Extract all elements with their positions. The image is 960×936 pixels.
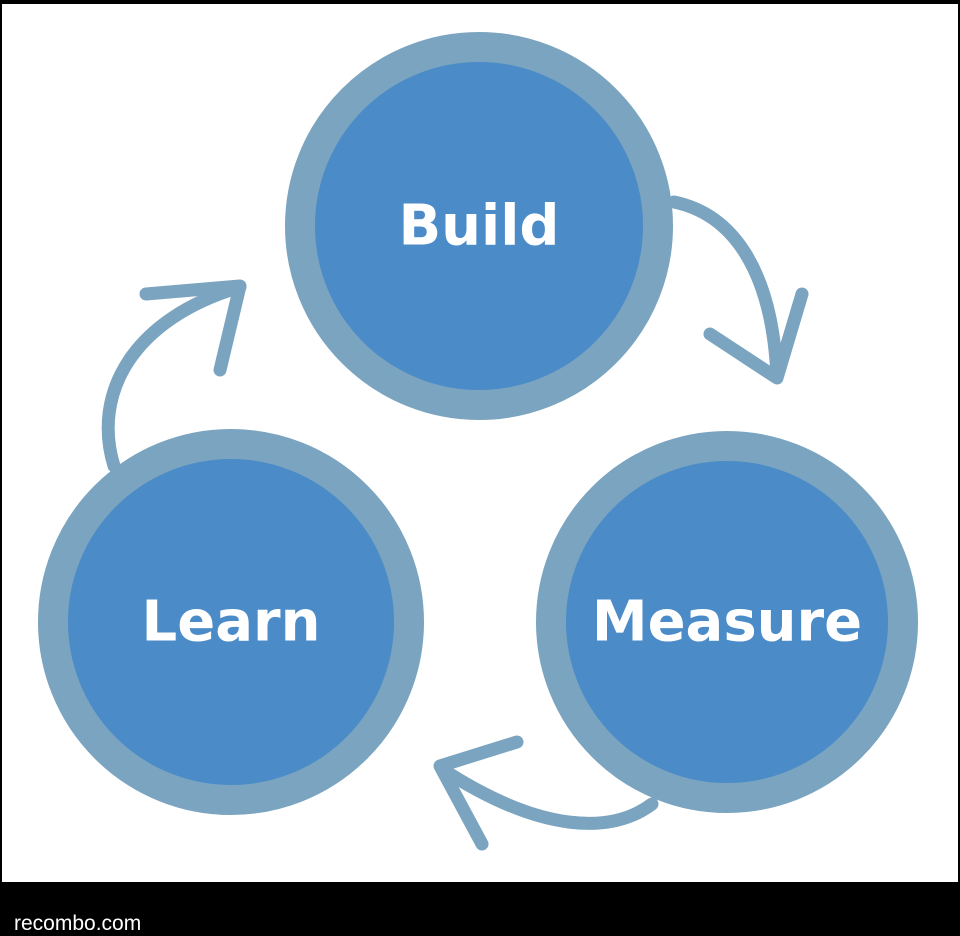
node-learn-circle — [38, 429, 424, 815]
node-build: Build — [285, 32, 673, 420]
node-measure: Measure — [536, 431, 918, 813]
edge-learn-to-build-curve — [101, 280, 247, 473]
node-measure-circle — [536, 431, 918, 813]
arrowhead-icon — [433, 735, 524, 851]
node-build-label: Build — [398, 194, 559, 259]
arrowhead-icon — [703, 287, 809, 385]
source-caption: recombo.com — [14, 912, 142, 935]
arrowhead-icon — [139, 279, 247, 377]
edge-measure-to-learn — [433, 735, 659, 851]
node-learn-label: Learn — [142, 590, 321, 655]
edge-learn-to-build — [101, 279, 247, 473]
node-build-circle — [285, 32, 673, 420]
edge-build-to-measure-curve — [667, 195, 784, 383]
node-learn: Learn — [38, 429, 424, 815]
build-measure-learn-diagram: Build Measure Learn — [38, 32, 918, 851]
node-measure-label: Measure — [592, 590, 862, 655]
diagram-canvas: Build Measure Learn — [2, 4, 958, 882]
edge-measure-to-learn-curve — [435, 762, 659, 830]
edge-build-to-measure — [667, 195, 809, 385]
